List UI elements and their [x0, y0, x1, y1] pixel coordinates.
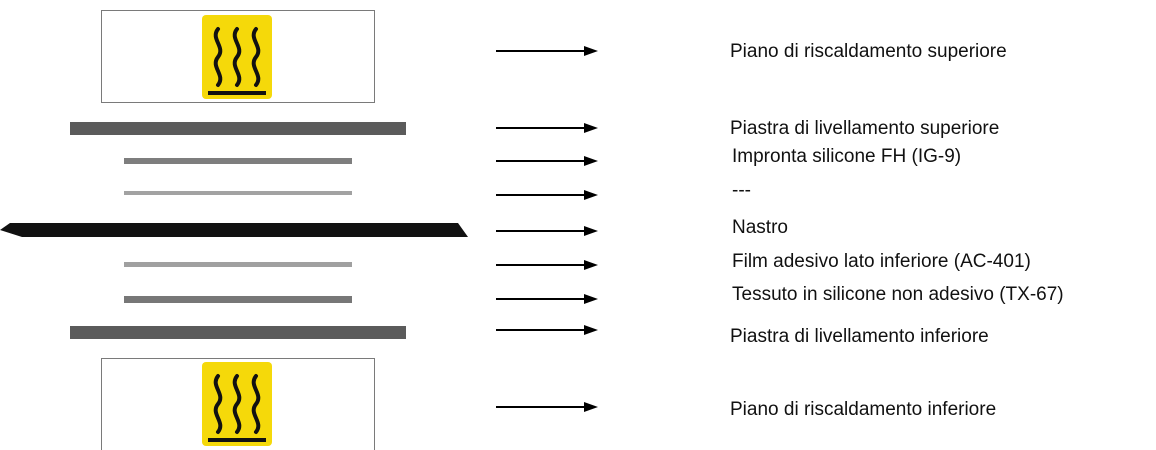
- arrow-icon: [496, 46, 598, 56]
- arrow-icon: [496, 156, 598, 166]
- lower-leveling-plate: [70, 326, 406, 339]
- label-unlabeled-layer: ---: [732, 180, 751, 201]
- label-lower-leveling-plate: Piastra di livellamento inferiore: [730, 326, 989, 347]
- label-silicone-impression: Impronta silicone FH (IG-9): [732, 146, 962, 167]
- upper-leveling-plate: [70, 122, 406, 135]
- hot-surface-icon: [202, 362, 272, 446]
- tape-layer: [0, 223, 468, 237]
- arrow-icon: [496, 226, 598, 236]
- lower-heating-plate: [101, 358, 375, 450]
- label-tape: Nastro: [732, 217, 788, 238]
- silicone-impression-layer: [124, 158, 352, 164]
- upper-heating-plate: [101, 10, 375, 103]
- arrow-icon: [496, 190, 598, 200]
- label-adhesive-film: Film adesivo lato inferiore (AC-401): [732, 251, 1031, 272]
- unlabeled-layer: [124, 191, 352, 195]
- label-lower-heating-plate: Piano di riscaldamento inferiore: [730, 399, 997, 420]
- adhesive-film-layer: [124, 262, 352, 267]
- hot-surface-icon: [202, 15, 272, 99]
- label-silicone-fabric: Tessuto in silicone non adesivo (TX-67): [732, 284, 1064, 305]
- arrow-icon: [496, 294, 598, 304]
- label-upper-heating-plate: Piano di riscaldamento superiore: [730, 41, 1007, 62]
- arrow-icon: [496, 402, 598, 412]
- label-upper-leveling-plate: Piastra di livellamento superiore: [730, 118, 1000, 139]
- arrow-icon: [496, 123, 598, 133]
- arrow-icon: [496, 325, 598, 335]
- silicone-fabric-layer: [124, 296, 352, 303]
- arrow-icon: [496, 260, 598, 270]
